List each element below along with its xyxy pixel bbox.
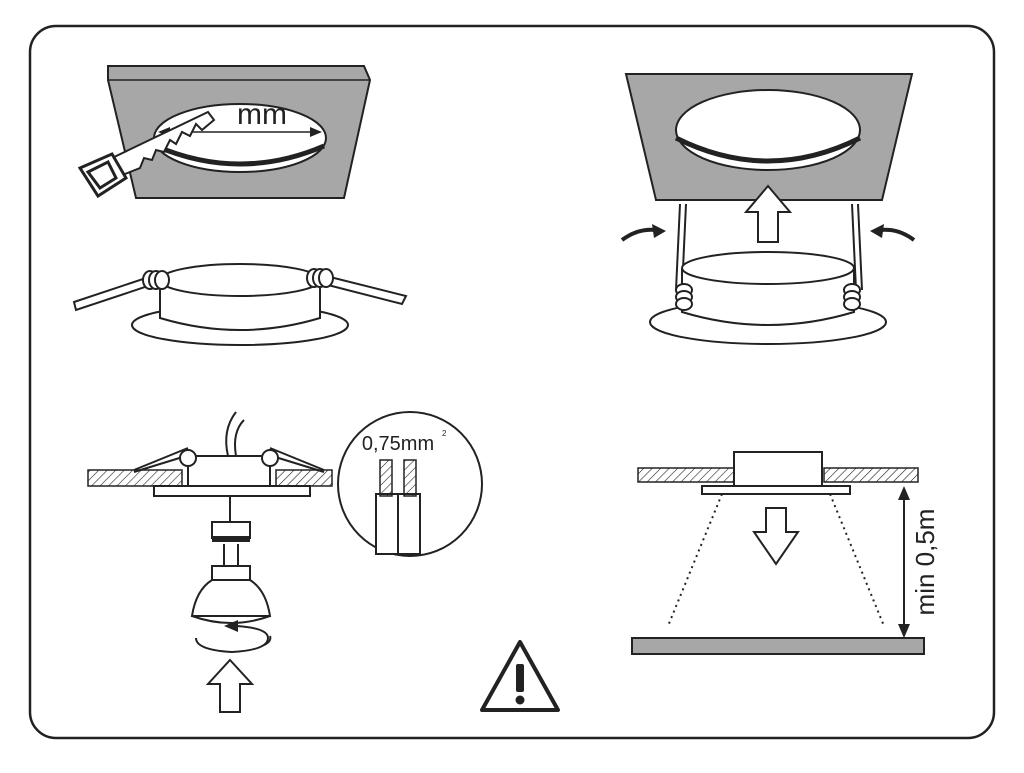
lamp-connector xyxy=(211,521,251,539)
spring-coil-right xyxy=(306,268,334,288)
arrow-up-icon xyxy=(743,184,793,243)
wire-cross-section-sup: 2 xyxy=(442,429,447,438)
arrow-up-icon xyxy=(205,658,255,713)
ceiling-slab-left-2 xyxy=(637,467,735,483)
floor-surface xyxy=(631,637,925,655)
warning-triangle-icon xyxy=(480,640,560,712)
step-cut-ceiling: mm xyxy=(77,65,372,199)
step-wiring: 0,75mm 2 xyxy=(87,411,483,713)
ceiling-hole-2 xyxy=(675,89,861,171)
step-insert-fixture xyxy=(620,73,916,345)
wire-detail-callout: 0,75mm 2 xyxy=(337,411,483,557)
spring-coil-right-2 xyxy=(843,283,861,311)
spring-coil-left-2 xyxy=(675,283,693,311)
cutout-unit-label: mm xyxy=(237,98,287,131)
arrow-down-icon xyxy=(752,507,800,566)
rotate-icon xyxy=(195,620,272,654)
curved-arrow-icon xyxy=(870,224,916,242)
saw-icon xyxy=(77,110,216,199)
min-distance-label: min 0,5m xyxy=(910,509,940,616)
step-fixture-springs xyxy=(72,263,408,346)
ceiling-slab-right-2 xyxy=(823,467,919,483)
curved-arrow-icon xyxy=(620,224,666,242)
wire-cross-section-label: 0,75mm xyxy=(362,433,434,455)
spring-coil-left xyxy=(142,270,170,290)
step-min-distance: min 0,5m xyxy=(631,451,940,655)
